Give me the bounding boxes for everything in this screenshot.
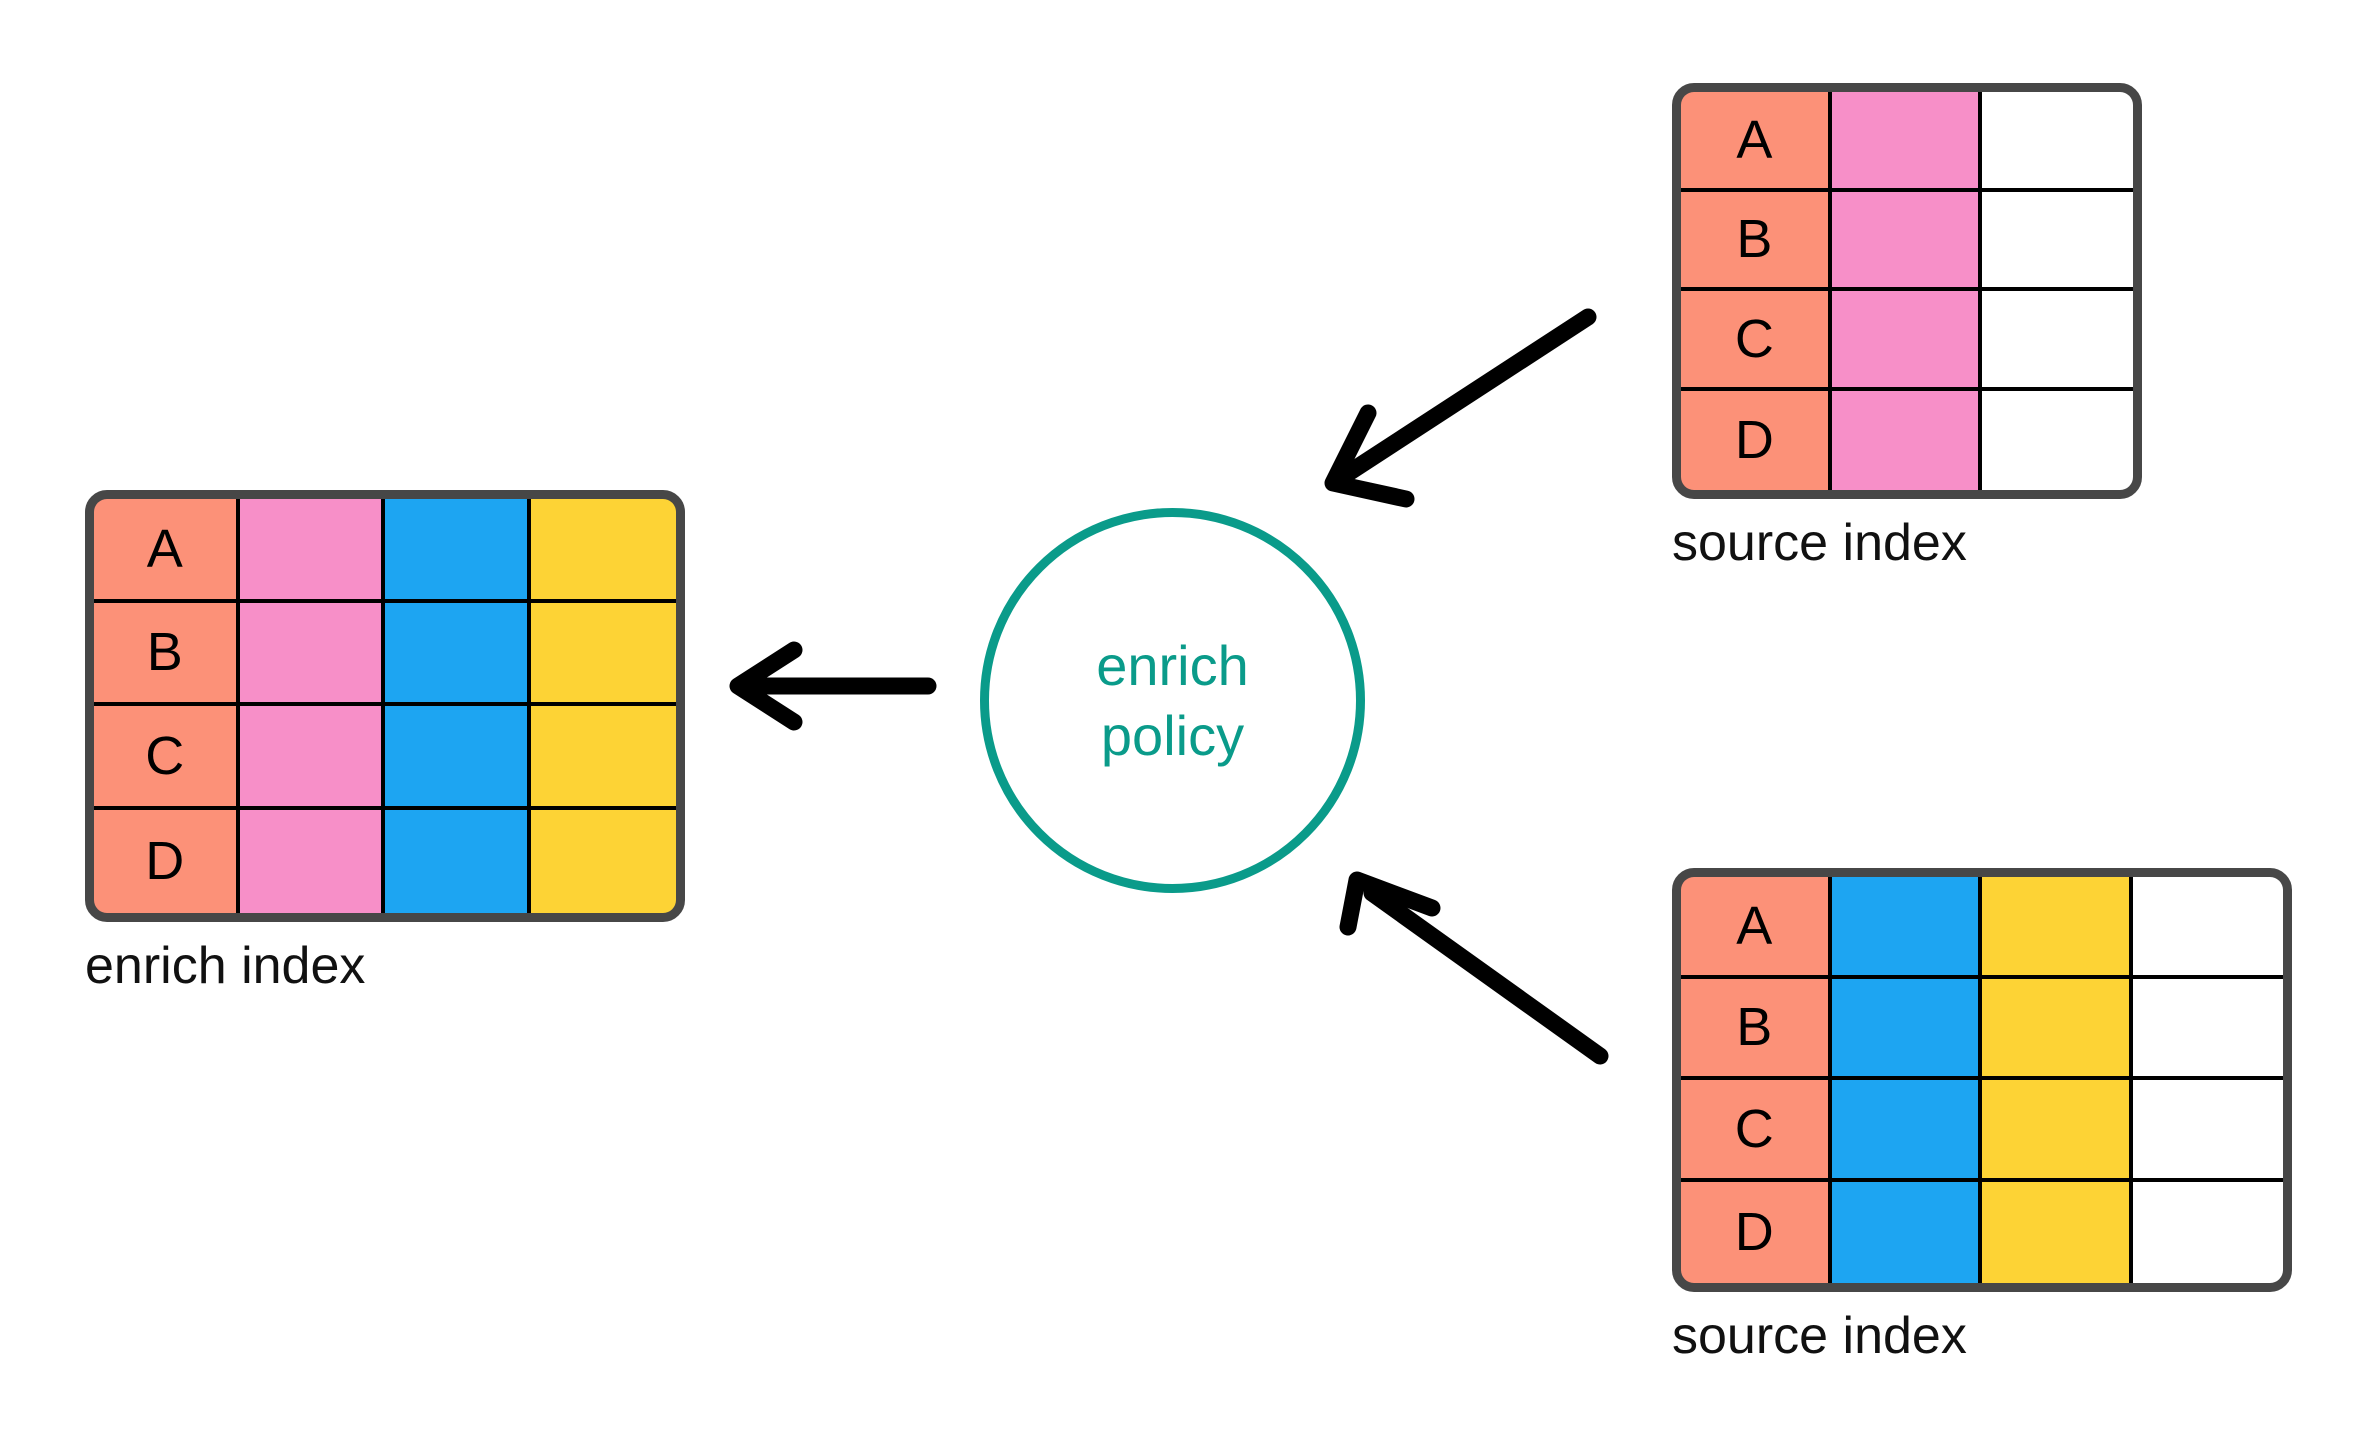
- table-cell-key: C: [1681, 291, 1832, 391]
- table-cell: [1982, 978, 2133, 1080]
- table-cell: [1831, 390, 1983, 490]
- table-cell: [1982, 1181, 2133, 1283]
- table-cell: [1831, 191, 1983, 291]
- table-cell-key: A: [1681, 92, 1832, 192]
- table-cell: [1831, 291, 1983, 391]
- enrich-policy-node: enrich policy: [980, 508, 1365, 893]
- arrow-policy-to-enrich-index: [729, 641, 937, 731]
- table-cell: [1831, 978, 1982, 1080]
- table-cell: [1831, 92, 1983, 192]
- table-cell-key: D: [1681, 1181, 1832, 1283]
- source-index-bottom-table: A B C D: [1672, 868, 2292, 1292]
- table-cell-key: B: [94, 602, 240, 706]
- arrow-source-top-to-policy: [1324, 308, 1597, 508]
- table-cell: [2132, 978, 2283, 1080]
- policy-label-line2: policy: [1100, 703, 1245, 767]
- table-cell: [1982, 291, 2133, 391]
- table-cell: [1831, 877, 1982, 979]
- table-cell: [530, 809, 676, 913]
- table-cell-key: B: [1681, 978, 1832, 1080]
- table-cell: [1982, 1080, 2133, 1182]
- table-cell: [385, 706, 531, 810]
- enrich-index-caption: enrich index: [85, 937, 366, 995]
- source-index-top-block: A B C D source index: [1672, 83, 2142, 573]
- source-index-bottom-caption: source index: [1672, 1307, 1967, 1365]
- table-cell: [530, 602, 676, 706]
- table-cell: [2132, 1080, 2283, 1182]
- table-cell-key: C: [1681, 1080, 1832, 1182]
- table-cell: [239, 499, 385, 603]
- table-cell: [385, 602, 531, 706]
- table-cell: [385, 809, 531, 913]
- table-cell-key: D: [94, 809, 240, 913]
- source-index-bottom-block: A B C D source index: [1672, 868, 2292, 1366]
- table-cell: [2132, 877, 2283, 979]
- enrich-index-table: A B C D: [85, 490, 685, 922]
- table-cell: [239, 706, 385, 810]
- enrich-index-block: A B C D enrich index: [85, 490, 685, 996]
- table-cell: [1982, 390, 2133, 490]
- table-cell: [239, 809, 385, 913]
- table-cell-key: B: [1681, 191, 1832, 291]
- table-cell: [1831, 1080, 1982, 1182]
- source-index-top-caption: source index: [1672, 514, 1967, 572]
- table-cell-key: D: [1681, 390, 1832, 490]
- table-cell-key: C: [94, 706, 240, 810]
- source-index-top-table: A B C D: [1672, 83, 2142, 499]
- table-cell: [1831, 1181, 1982, 1283]
- table-cell: [2132, 1181, 2283, 1283]
- table-cell-key: A: [94, 499, 240, 603]
- table-cell: [1982, 92, 2133, 192]
- table-cell: [530, 706, 676, 810]
- policy-label-line1: enrich: [1096, 633, 1249, 697]
- table-cell-key: A: [1681, 877, 1832, 979]
- table-cell: [385, 499, 531, 603]
- table-cell: [239, 602, 385, 706]
- arrow-source-bottom-to-policy: [1339, 871, 1609, 1065]
- table-cell: [1982, 877, 2133, 979]
- table-cell: [530, 499, 676, 603]
- table-cell: [1982, 191, 2133, 291]
